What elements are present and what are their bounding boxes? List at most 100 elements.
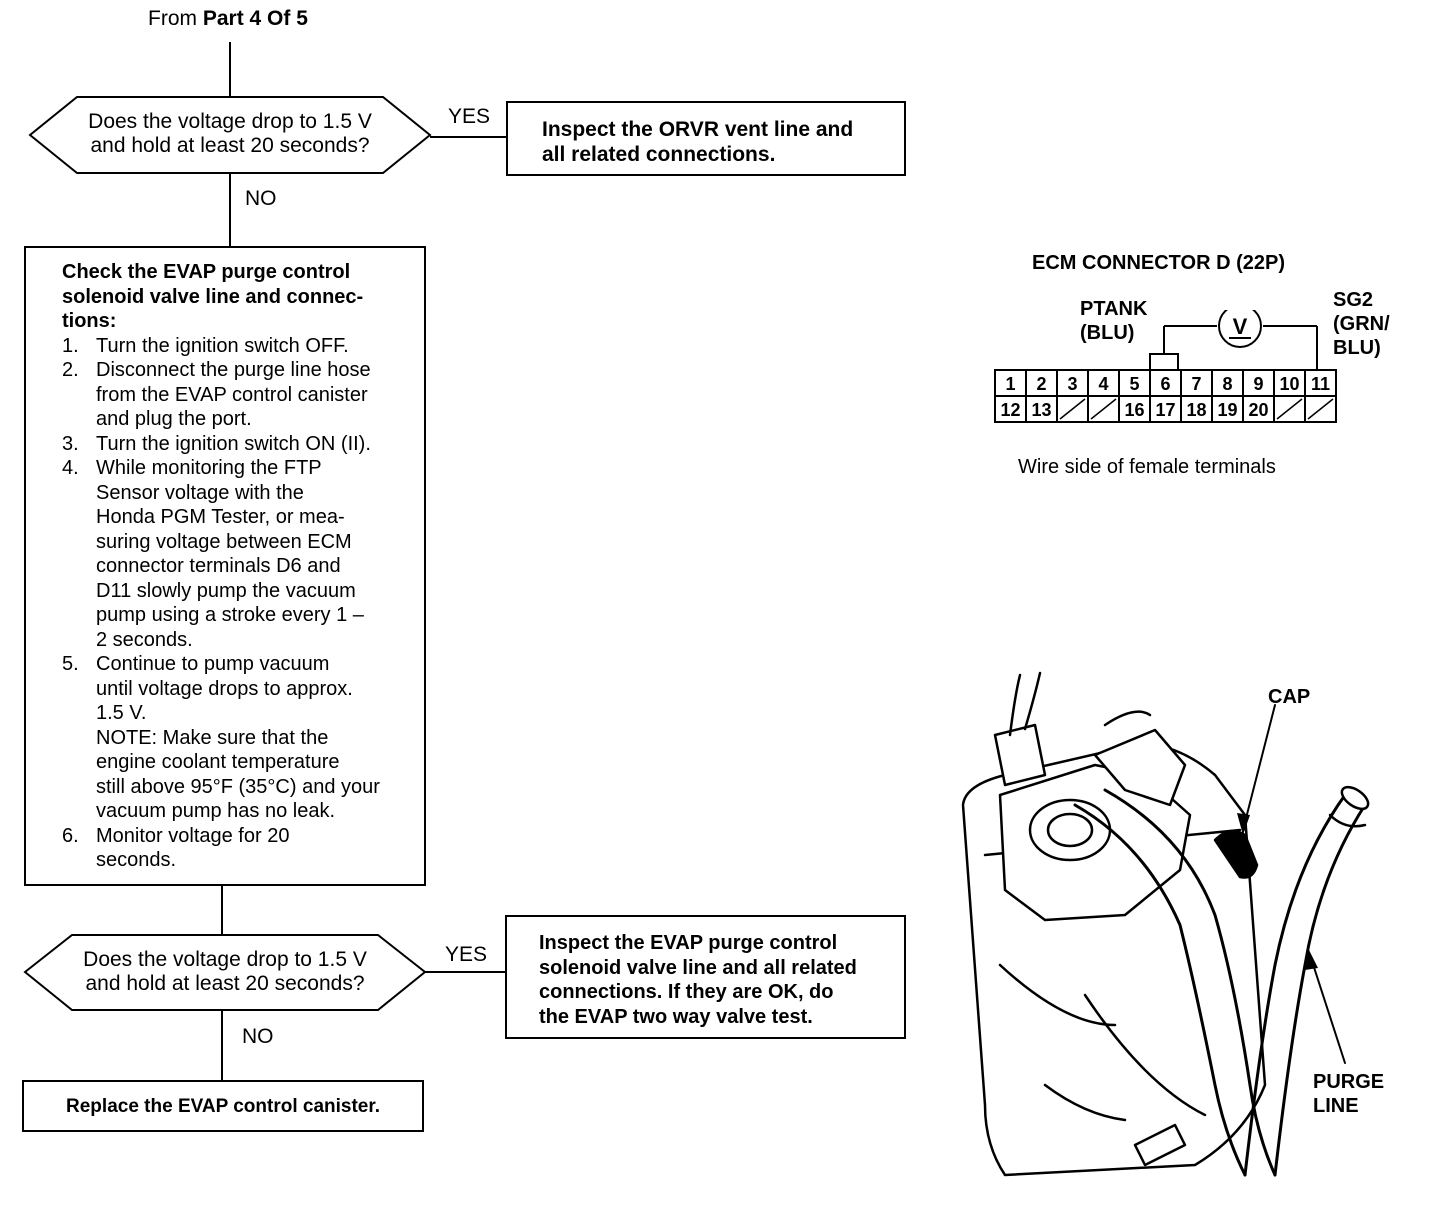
check-title-line: solenoid valve line and connec- xyxy=(62,285,364,308)
check-step-line: While monitoring the FTP xyxy=(96,457,322,479)
check-step-number: 5. xyxy=(62,653,79,675)
cap-label: CAP xyxy=(1268,686,1311,708)
yes-label-2: YES xyxy=(445,943,488,966)
decision2-line2: and hold at least 20 seconds? xyxy=(85,972,365,995)
check-step-line: connector terminals D6 and xyxy=(96,555,341,577)
connector-pin-number: 5 xyxy=(1129,374,1139,394)
final-box: Replace the EVAP control canister. xyxy=(22,1080,424,1132)
decision1-hexagon xyxy=(28,96,432,174)
pin6-probe xyxy=(1149,353,1179,371)
result2-line: solenoid valve line and all related xyxy=(539,956,857,979)
ptank-wire-color: (BLU) xyxy=(1080,322,1135,344)
connector-pin-number: 17 xyxy=(1155,400,1175,420)
connector-pin-number: 7 xyxy=(1191,374,1201,394)
check-step-line: from the EVAP control canister xyxy=(96,383,368,406)
check-step-number: 1. xyxy=(62,334,79,357)
sg2-name: SG2 xyxy=(1333,289,1374,311)
check-procedure-box: Check the EVAP purge control solenoid va… xyxy=(24,246,426,886)
check-step-line: until voltage drops to approx. xyxy=(96,677,353,700)
check-title-line: Check the EVAP purge control xyxy=(62,261,351,283)
check-step-line: Honda PGM Tester, or mea- xyxy=(96,506,345,528)
connector-pin-cell xyxy=(1056,369,1089,397)
result2-line: Inspect the EVAP purge control xyxy=(539,932,838,954)
connector-pin-cell xyxy=(1211,395,1244,423)
check-step-line: and plug the port. xyxy=(96,408,252,430)
connector-pin-number: 20 xyxy=(1248,400,1268,420)
canister-illustration xyxy=(961,671,1370,1177)
result2-line: the EVAP two way valve test. xyxy=(539,1005,813,1028)
empty-pin-slash xyxy=(1059,398,1086,420)
no-label-1: NO xyxy=(245,187,277,210)
empty-pin-slash xyxy=(1307,398,1334,420)
purge-line-hose xyxy=(1243,793,1347,1177)
result1-line2: all related connections. xyxy=(542,143,776,167)
decision1-text: Does the voltage drop to 1.5 V and hold … xyxy=(60,110,400,158)
connector-pin-number: 4 xyxy=(1098,374,1108,394)
empty-pin-slash xyxy=(1276,398,1303,420)
result2-text: Inspect the EVAP purge control solenoid … xyxy=(539,931,904,1029)
empty-pin-slash xyxy=(1090,398,1117,420)
sg2-label: SG2 (GRN/ BLU) xyxy=(1333,288,1390,360)
connector-pin-cell xyxy=(994,395,1027,423)
check-step-line: Turn the ignition switch ON (II). xyxy=(96,432,371,455)
ptank-name: PTANK xyxy=(1080,298,1148,320)
connector-pin-number: 18 xyxy=(1186,400,1206,420)
result1-line1: Inspect the ORVR vent line and xyxy=(542,118,854,141)
result2-line: connections. If they are OK, do xyxy=(539,981,834,1003)
check-step-line: Turn the ignition switch OFF. xyxy=(96,334,349,357)
check-step-number: 6. xyxy=(62,824,79,847)
sg2-wire-color: BLU) xyxy=(1333,337,1381,359)
connector-pin-number: 8 xyxy=(1222,374,1232,394)
ptank-label: PTANK (BLU) xyxy=(1080,297,1147,345)
final-text: Replace the EVAP control canister. xyxy=(66,1096,380,1117)
check-step-number: 4. xyxy=(62,457,79,479)
from-prefix: From xyxy=(148,7,197,30)
connector-pin-number: 10 xyxy=(1279,374,1299,394)
sg2-wire-color: (GRN/ xyxy=(1333,313,1390,335)
check-step: 3. Turn the ignition switch ON (II). xyxy=(62,432,394,457)
result1-box: Inspect the ORVR vent line and all relat… xyxy=(506,101,906,176)
canister-body xyxy=(961,743,1267,1177)
purge-label-line: LINE xyxy=(1313,1095,1359,1117)
connector-pin-cell xyxy=(1149,395,1182,423)
connector-pin-number: 6 xyxy=(1160,374,1170,394)
check-step-line: pump using a stroke every 1 – xyxy=(96,604,364,626)
check-step-line: 2 seconds. xyxy=(96,628,193,651)
cap-icon xyxy=(1213,829,1259,879)
no-label-2: NO xyxy=(242,1025,274,1048)
check-step-line: still above 95°F (35°C) and your xyxy=(96,775,380,798)
check-step-line: D11 slowly pump the vacuum xyxy=(96,579,356,602)
yes-label-1: YES xyxy=(448,105,491,128)
check-step-line: seconds. xyxy=(96,849,177,871)
decision1-line2: and hold at least 20 seconds? xyxy=(90,134,370,157)
check-step-line: Disconnect the purge line hose xyxy=(96,359,371,381)
connector-title: ECM CONNECTOR D (22P) xyxy=(1032,252,1285,274)
check-steps: 1. Turn the ignition switch OFF. 2. Disconn… xyxy=(62,334,394,873)
connector-pin-cell xyxy=(1242,395,1275,423)
voltmeter-symbol: V xyxy=(1233,314,1248,339)
check-step-line: Monitor voltage for 20 xyxy=(96,824,290,847)
connector-pin-number: 1 xyxy=(1005,374,1015,394)
check-step-line: Sensor voltage with the xyxy=(96,481,304,504)
check-step-line: suring voltage between ECM xyxy=(96,530,352,553)
connector-pin-cell xyxy=(1118,395,1151,423)
check-title-line: tions: xyxy=(62,310,117,332)
check-step-number: 2. xyxy=(62,359,79,381)
decision1-line1: Does the voltage drop to 1.5 V xyxy=(88,110,372,133)
connector-caption: Wire side of female terminals xyxy=(1018,456,1276,478)
purge-line-label: PURGE LINE xyxy=(1313,1070,1384,1118)
purge-label-line: PURGE xyxy=(1313,1071,1385,1093)
from-part: Part 4 Of 5 xyxy=(202,7,308,30)
check-step-number: 3. xyxy=(62,432,79,455)
check-step-line: Continue to pump vacuum xyxy=(96,653,330,675)
connector-pin-number: 13 xyxy=(1031,400,1051,420)
check-title: Check the EVAP purge control solenoid va… xyxy=(62,260,394,334)
check-step-line: engine coolant temperature xyxy=(96,751,340,773)
